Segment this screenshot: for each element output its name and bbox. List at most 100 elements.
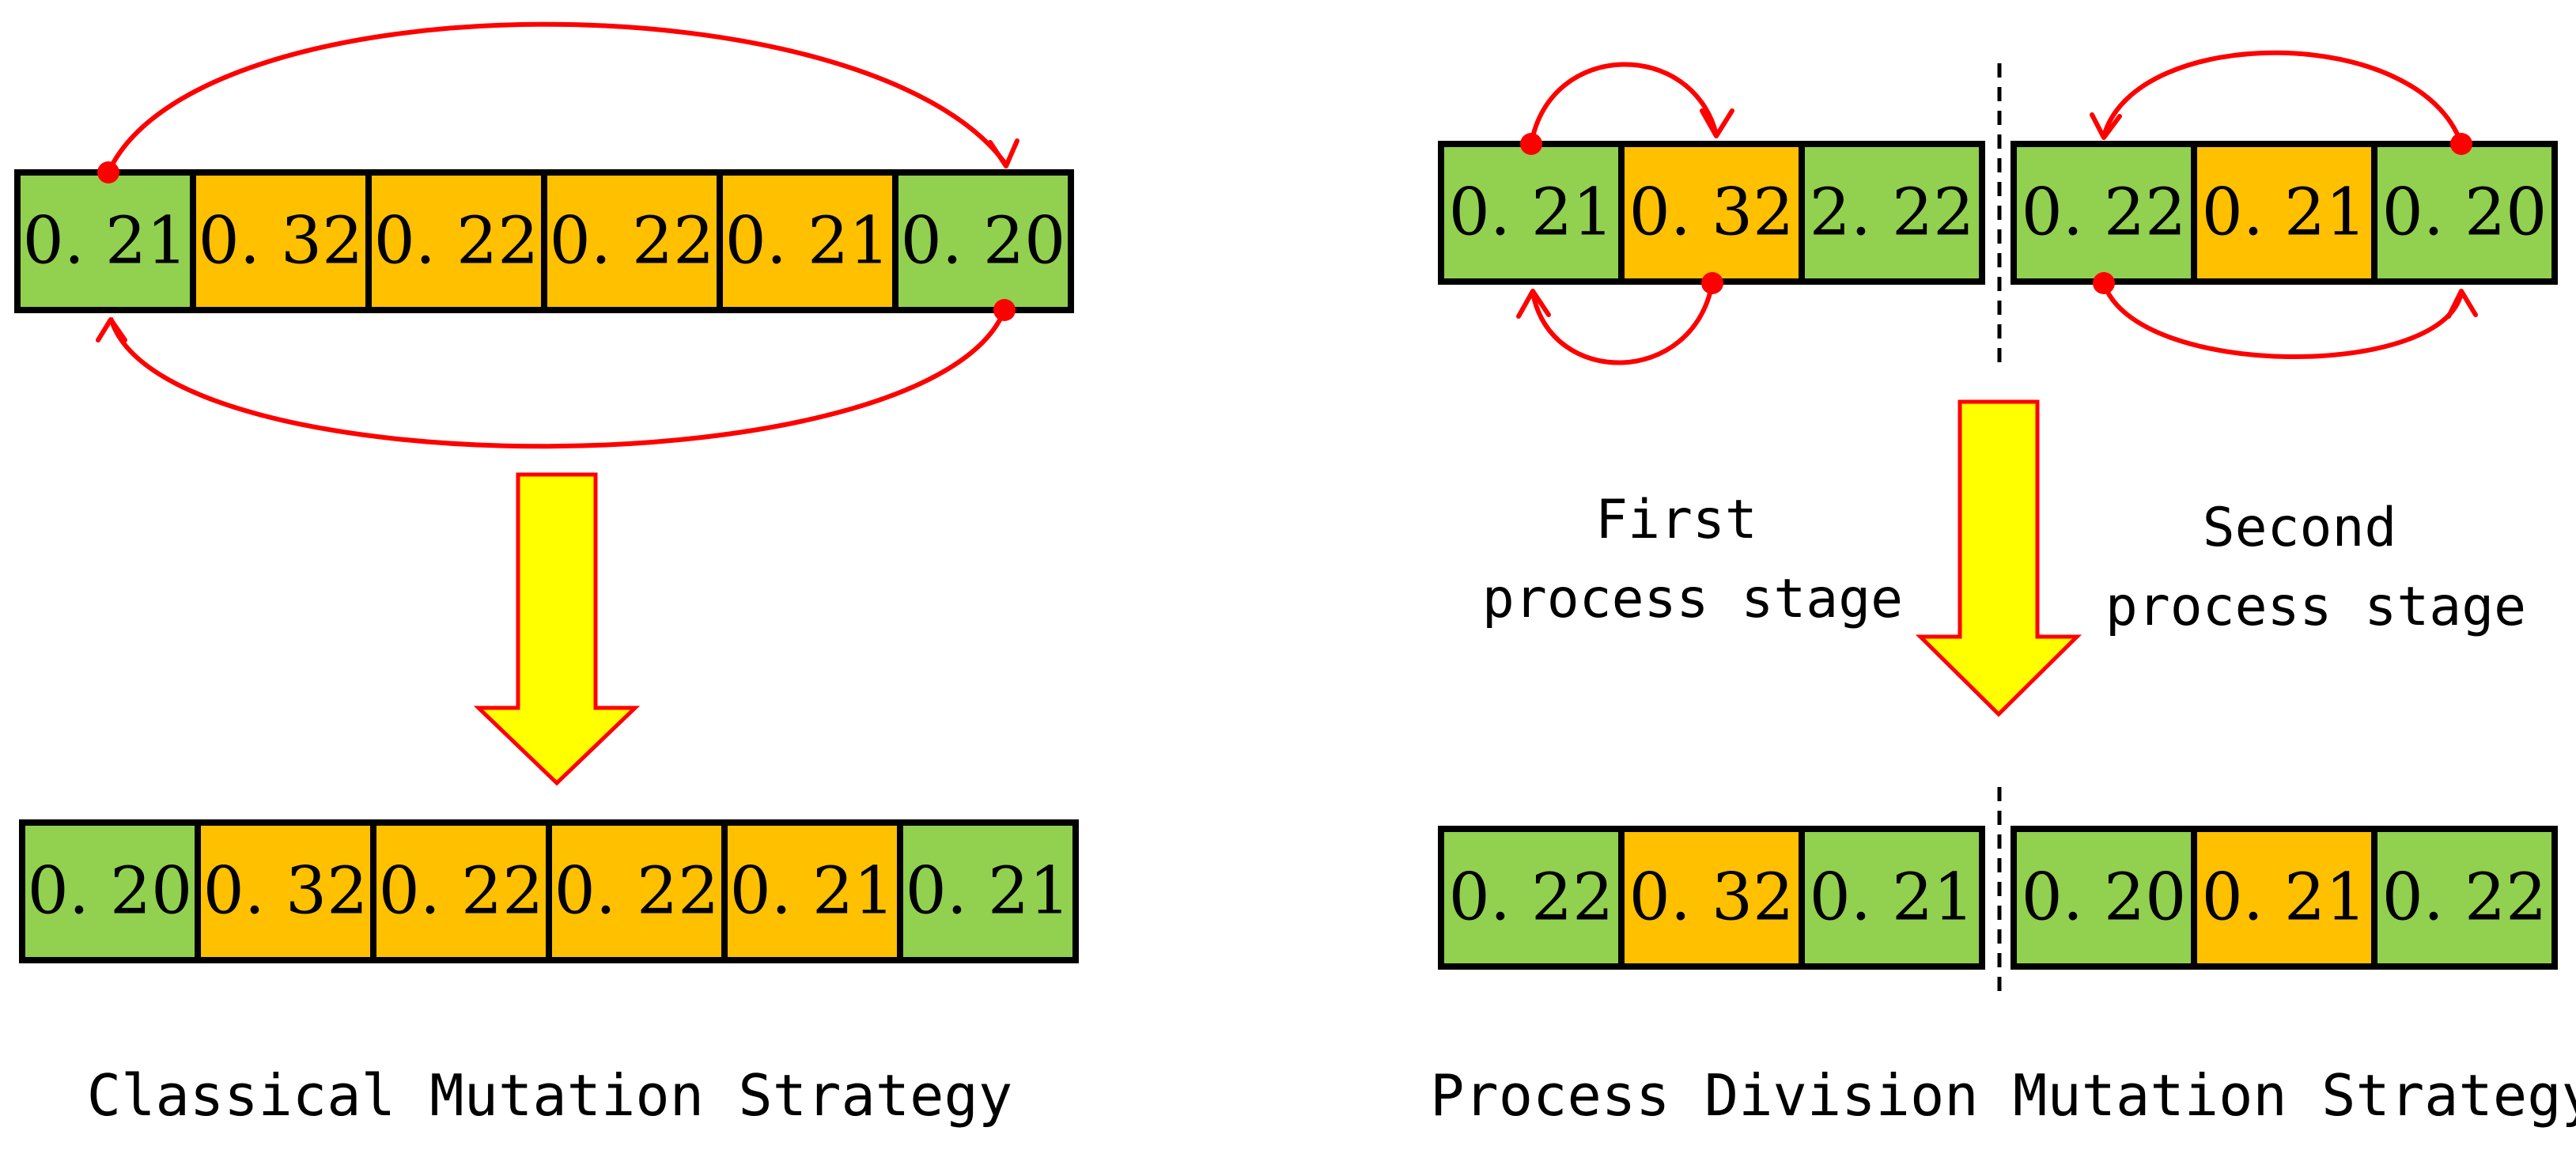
gene-value: 0. 21: [23, 204, 188, 279]
swap-point: [993, 299, 1016, 321]
gene-cell: 0. 20: [892, 169, 1074, 313]
swap-point: [2093, 272, 2115, 294]
swap-arrowhead-top: [988, 138, 1019, 168]
gene-value: 0. 32: [1629, 176, 1795, 251]
gene-cell: 0. 22: [365, 169, 547, 313]
gene-cell: 0. 32: [1618, 826, 1805, 970]
gene-value: 0. 20: [901, 204, 1066, 279]
gene-cell: 0. 21: [721, 819, 903, 963]
gene-cell: 0. 20: [19, 819, 201, 963]
gene-cell: 2. 22: [1799, 141, 1985, 285]
swap-arc-top: [2101, 50, 2464, 145]
classical-after-row: 0. 20 0. 32 0. 22 0. 22 0. 21 0. 21: [19, 819, 1079, 963]
gene-value: 0. 21: [1449, 176, 1614, 251]
gene-value: 0. 22: [550, 204, 715, 279]
gene-cell-box: [370, 819, 552, 963]
gene-cell-box: [1618, 141, 1805, 285]
gene-value: 0. 21: [906, 854, 1071, 929]
swap-arrowhead-bottom: [1516, 289, 1551, 319]
swap-point: [1520, 133, 1542, 155]
gene-value: 0. 20: [28, 854, 193, 929]
gene-cell-box: [897, 819, 1079, 963]
second-stage-label-line1: Second: [2203, 497, 2397, 559]
gene-value: 0. 32: [1629, 861, 1795, 936]
gene-value: 0. 21: [725, 204, 891, 279]
transition-arrow: [473, 472, 641, 786]
gene-cell-box: [1438, 826, 1625, 970]
gene-cell-box: [717, 169, 898, 313]
gene-cell-box: [2371, 826, 2558, 970]
second-stage-swap-arrows: [2090, 50, 2478, 359]
gene-value: 2. 22: [1810, 176, 1975, 251]
swap-point: [1701, 272, 1723, 294]
gene-cell-box: [1799, 826, 1985, 970]
swap-arrowhead-bottom: [96, 317, 127, 342]
gene-value: 0. 21: [730, 854, 895, 929]
swap-point: [2450, 133, 2472, 155]
swap-arc-bottom: [2101, 282, 2464, 359]
first-stage-swap-arrows: [1516, 62, 1734, 365]
first-stage-label-line1: First: [1595, 489, 1757, 551]
gene-value: 0. 20: [2382, 176, 2548, 251]
transition-arrow: [1915, 399, 2082, 717]
second-stage-label: Second process stage: [2105, 497, 2526, 638]
swap-arrowhead-top: [2090, 112, 2122, 140]
gene-value: 0. 22: [554, 854, 720, 929]
gene-cell: 0. 21: [1799, 826, 1985, 970]
gene-cell: 0. 21: [2191, 826, 2377, 970]
second-stage-after-row: 0. 20 0. 21 0. 22: [2010, 826, 2558, 970]
gene-cell-box: [892, 169, 1074, 313]
gene-value: 0. 22: [1449, 861, 1614, 936]
gene-cell: 0. 22: [2010, 141, 2197, 285]
gene-cell: 0. 32: [195, 819, 376, 963]
gene-cell: 0. 20: [2010, 826, 2197, 970]
first-stage-before-row: 0. 21 0. 32 2. 22: [1438, 141, 1985, 285]
gene-value: 0. 21: [1810, 861, 1975, 936]
gene-cell: 0. 22: [546, 819, 728, 963]
gene-cell: 0. 22: [541, 169, 723, 313]
gene-value: 0. 21: [2202, 861, 2367, 936]
gene-cell: 0. 22: [370, 819, 552, 963]
swap-point: [97, 161, 119, 183]
first-stage-label: First process stage: [1482, 489, 1903, 630]
swap-arrowhead-bottom: [2446, 289, 2478, 319]
gene-value: 0. 22: [2382, 861, 2548, 936]
second-stage-label-line2: process stage: [2105, 576, 2526, 638]
second-stage-before-row: 0. 22 0. 21 0. 20: [2010, 141, 2558, 285]
gene-value: 0. 22: [379, 854, 544, 929]
gene-cell-box: [2191, 141, 2377, 285]
gene-cell: 0. 21: [1438, 141, 1625, 285]
division-caption: Process Division Mutation Strategy: [1430, 1062, 2576, 1129]
gene-cell-box: [2371, 141, 2558, 285]
gene-cell: 0. 32: [190, 169, 372, 313]
gene-cell: 0. 21: [897, 819, 1079, 963]
swap-arc-bottom: [108, 308, 1007, 449]
first-stage-after-row: 0. 22 0. 32 0. 21: [1438, 826, 1985, 970]
gene-cell-box: [190, 169, 372, 313]
gene-value: 0. 21: [2202, 176, 2367, 251]
gene-cell-box: [14, 169, 196, 313]
gene-cell: 0. 22: [1438, 826, 1625, 970]
gene-cell-box: [365, 169, 547, 313]
gene-cell-box: [2010, 141, 2197, 285]
gene-cell: 0. 21: [2191, 141, 2377, 285]
classical-swap-arrows: [96, 21, 1019, 449]
gene-cell: 0. 20: [2371, 141, 2558, 285]
swap-arrowhead-top: [1700, 108, 1734, 138]
swap-arc-bottom: [1530, 282, 1715, 365]
first-stage-label-line2: process stage: [1482, 568, 1903, 630]
classical-before-row: 0. 21 0. 32 0. 22 0. 22 0. 21 0. 20: [14, 169, 1074, 313]
gene-cell: 0. 32: [1618, 141, 1805, 285]
gene-cell-box: [546, 819, 728, 963]
gene-value: 0. 22: [374, 204, 539, 279]
gene-value: 0. 20: [2022, 861, 2187, 936]
classical-caption: Classical Mutation Strategy: [87, 1062, 1012, 1129]
gene-value: 0. 32: [199, 204, 364, 279]
gene-value: 0. 32: [203, 854, 369, 929]
gene-cell-box: [721, 819, 903, 963]
gene-cell-box: [19, 819, 201, 963]
gene-cell: 0. 21: [717, 169, 898, 313]
gene-cell-box: [1799, 141, 1985, 285]
gene-cell: 0. 22: [2371, 826, 2558, 970]
